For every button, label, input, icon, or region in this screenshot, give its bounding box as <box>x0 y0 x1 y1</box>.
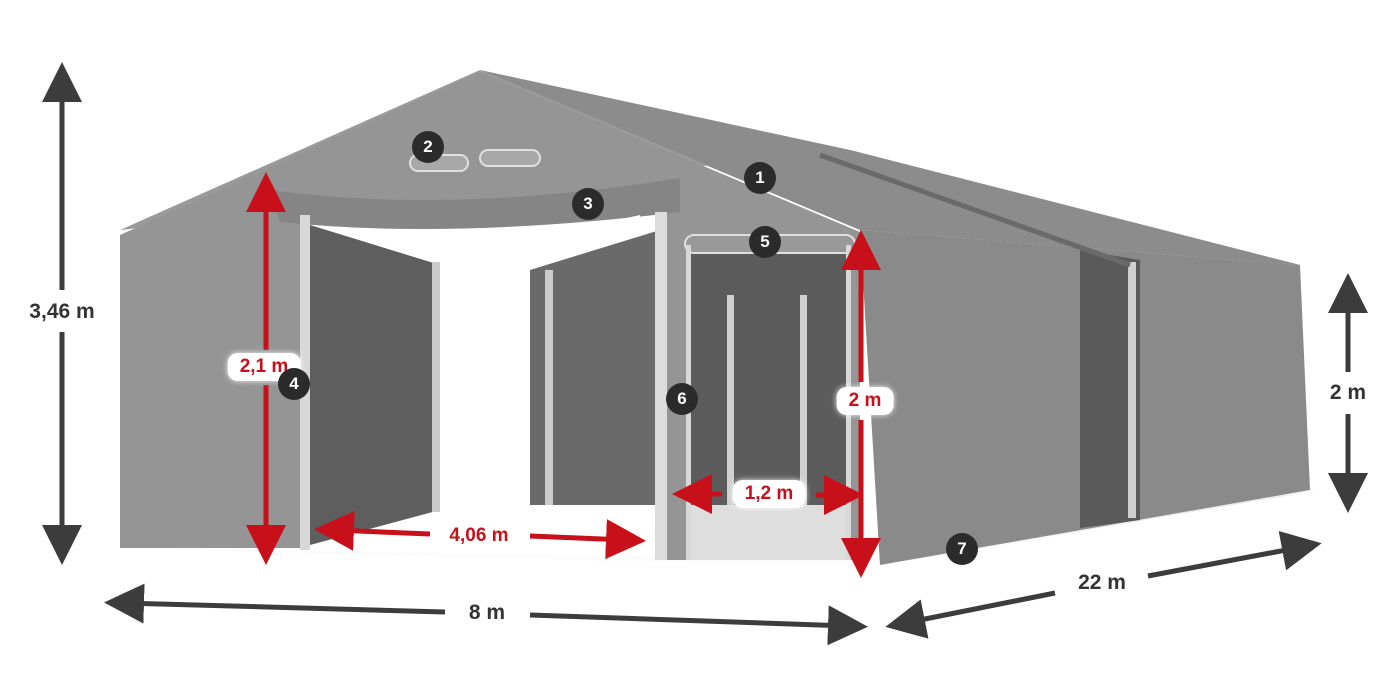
marker-6-pole: 6 <box>666 383 698 415</box>
marker-2-ventilation: 2 <box>412 131 444 163</box>
marker-3-gate-roll: 3 <box>572 188 604 220</box>
marker-7-ground-skirt: 7 <box>946 533 978 565</box>
door-height-label: 2 m <box>836 387 894 415</box>
length-label: 22 m <box>1070 569 1134 597</box>
tent-side-wall <box>860 230 1310 565</box>
door-opening <box>684 234 856 560</box>
gate-height-label: 2,1 m <box>227 353 301 381</box>
marker-5-door-roll: 5 <box>749 226 781 258</box>
gate-opening <box>300 212 667 560</box>
marker-1-roof: 1 <box>744 162 776 194</box>
marker-4-gate-frame: 4 <box>278 368 310 400</box>
width-label: 8 m <box>460 599 514 627</box>
red-dimension-lines <box>246 172 881 578</box>
total-height-label: 3,46 m <box>21 298 103 326</box>
dimension-lines <box>42 61 1368 646</box>
door-width-label: 1,2 m <box>732 480 806 508</box>
gate-width-label: 4,06 m <box>437 522 521 550</box>
side-height-label: 2 m <box>1321 379 1375 407</box>
